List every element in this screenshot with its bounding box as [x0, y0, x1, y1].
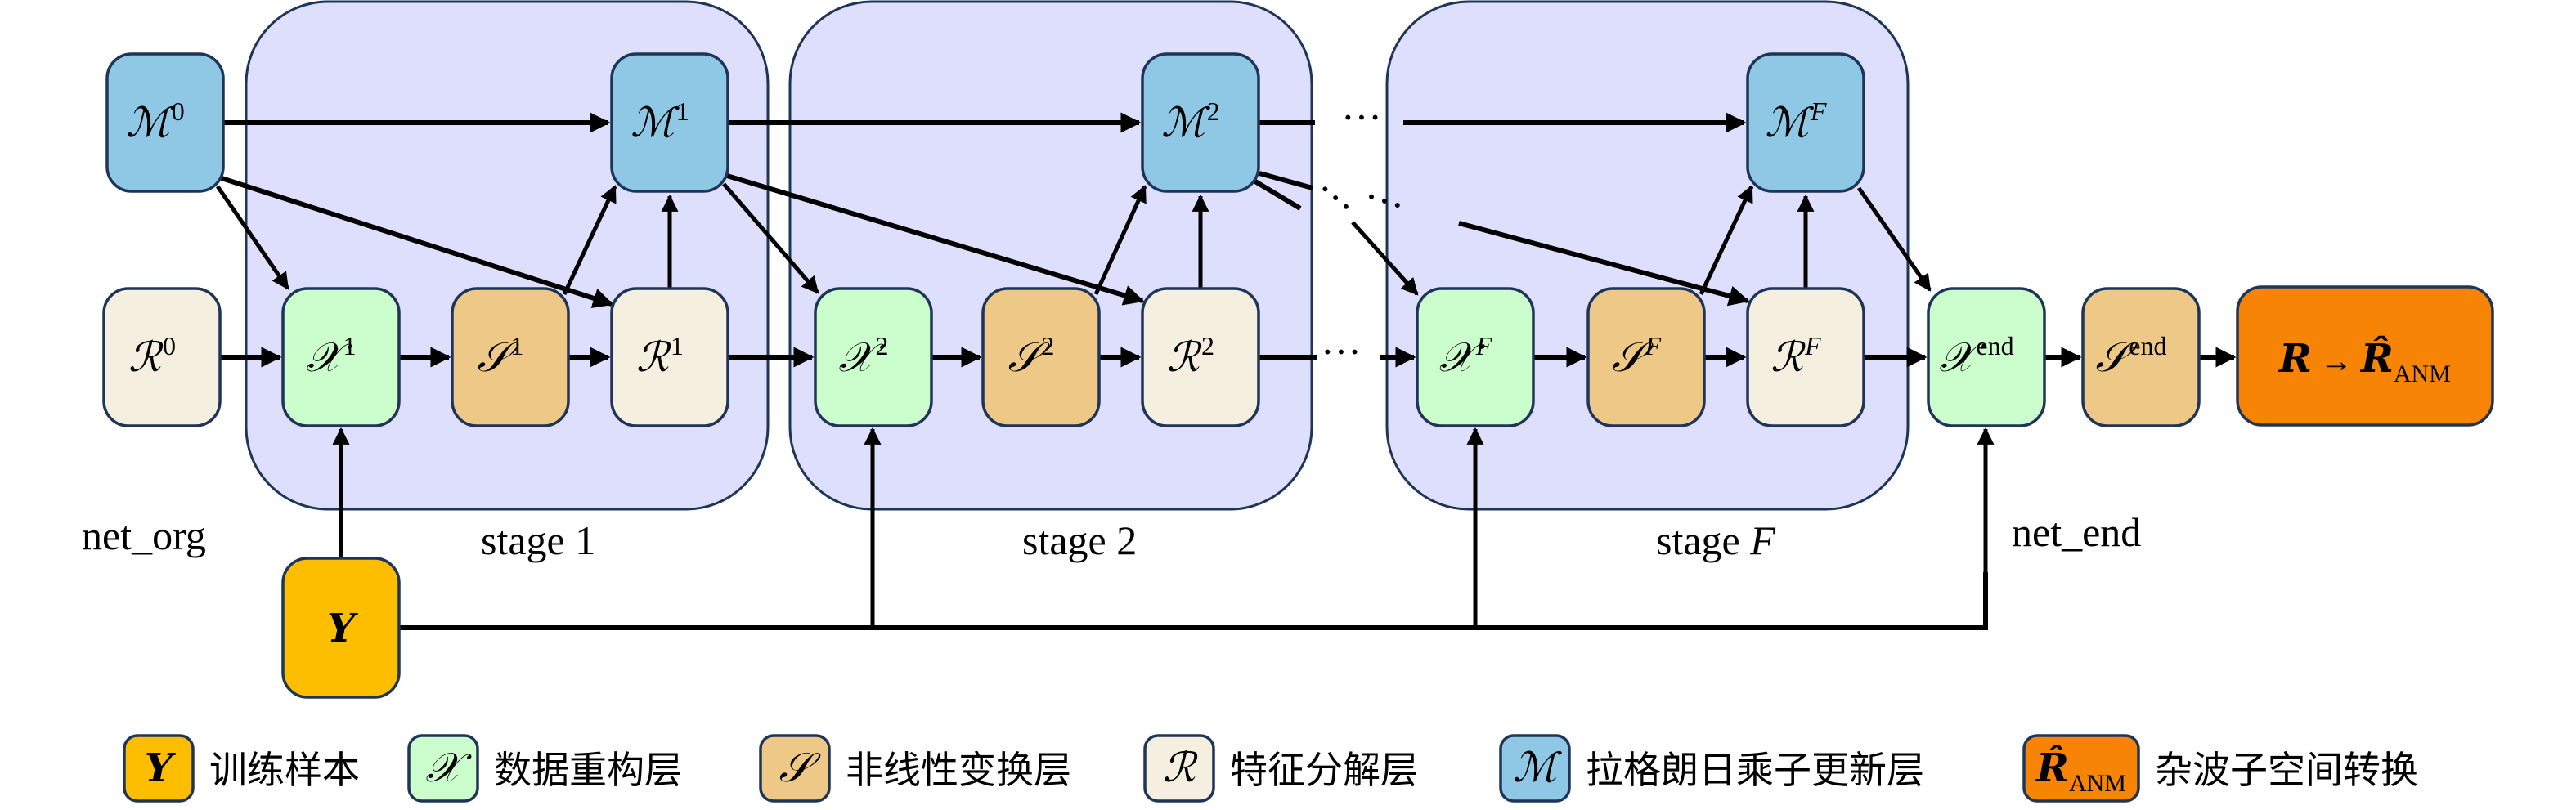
node-box-X1	[281, 287, 401, 427]
edge-M2-out-b	[1254, 179, 1302, 211]
legend-item-out: R̂ANM 杂波子空间转换	[2022, 734, 2418, 803]
net-org-label: net_org	[82, 512, 206, 558]
ellipsis-diag: ···	[1305, 167, 1366, 228]
edge-MF-Xend	[1856, 186, 1932, 292]
node-SF: 𝒮F	[1586, 287, 1706, 427]
node-box-Y	[281, 557, 401, 699]
node-M2: ℳ2	[1141, 52, 1260, 193]
node-box-M0	[105, 52, 225, 193]
legend-text-R: 特征分解层	[1230, 748, 1418, 792]
node-S1: 𝒮1	[451, 287, 570, 427]
node-label-R0: ℛ0	[128, 331, 176, 381]
legend-swatch-X	[407, 734, 479, 803]
node-label-Y: Y	[327, 606, 359, 651]
net-end-label: net_end	[2012, 509, 2141, 555]
legend-swatch-M	[1499, 734, 1571, 803]
legend-symbol-M: ℳ	[1513, 744, 1562, 791]
legend-text-X: 数据重构层	[494, 748, 682, 792]
node-box-M2	[1141, 52, 1260, 193]
ellipsis-bottom: ···	[1321, 329, 1362, 374]
legend-text-Y: 训练样本	[209, 748, 360, 792]
stage-F-label-text: stage	[1656, 517, 1750, 563]
legend-symbol-Y: Y	[145, 745, 177, 791]
node-Send: 𝒮end	[2081, 287, 2201, 427]
node-RF: ℛF	[1746, 287, 1865, 427]
legend-item-Y: Y 训练样本	[123, 734, 360, 803]
node-box-R0	[102, 287, 222, 427]
node-R2: ℛ2	[1141, 287, 1260, 427]
edge-M1-R2	[726, 173, 1145, 306]
node-box-SF	[1586, 287, 1706, 427]
legend-swatch-out	[2022, 734, 2140, 803]
node-R1: ℛ1	[610, 287, 729, 427]
edge-M2-out-a	[1259, 171, 1313, 190]
stage-F-label: stage F	[1656, 517, 1775, 563]
edge-to-XF	[1351, 221, 1419, 296]
ellipsis-top: ···	[1341, 94, 1382, 140]
edge-M0-R1	[221, 176, 614, 309]
legend-text-M: 拉格朗日乘子更新层	[1586, 748, 1924, 792]
legend-text-S: 非线性变换层	[846, 748, 1071, 792]
node-label-output: R → R̂ANM	[2278, 334, 2451, 387]
node-Y: Y	[281, 557, 401, 699]
edge-M1-X2	[722, 182, 819, 294]
node-MF: ℳF	[1746, 52, 1865, 193]
edge-Y-bus	[399, 572, 1988, 630]
legend-swatch-R	[1143, 734, 1215, 803]
node-box-S2	[981, 287, 1101, 427]
legend-item-M: ℳ 拉格朗日乘子更新层	[1499, 734, 1924, 803]
stage-1-label: stage 1	[481, 517, 595, 563]
node-box-XF	[1416, 287, 1535, 427]
node-R0: ℛ0	[102, 287, 222, 427]
edge-to-RF	[1458, 221, 1750, 307]
node-box-R1	[610, 287, 729, 427]
legend-swatch-Y	[123, 734, 195, 803]
node-box-MF	[1746, 52, 1865, 193]
node-label-RF: ℛF	[1770, 331, 1821, 381]
legend-item-R: ℛ 特征分解层	[1143, 734, 1418, 803]
node-box-RF	[1746, 287, 1865, 427]
node-box-Send	[2081, 287, 2201, 427]
node-label-M0: ℳ0	[126, 96, 184, 146]
edge-S2-M2	[1093, 185, 1147, 296]
legend-symbol-R: ℛ	[1163, 744, 1198, 791]
node-label-M1: ℳ1	[631, 96, 689, 146]
node-label-M2: ℳ2	[1161, 96, 1219, 146]
node-M0: ℳ0	[105, 52, 225, 193]
node-label-MF: ℳF	[1765, 96, 1826, 146]
node-S2: 𝒮2	[981, 287, 1101, 427]
node-box-Xend	[1927, 287, 2046, 427]
edges	[215, 112, 2237, 630]
stage-F-label-italic: F	[1749, 517, 1775, 563]
node-XF: 𝒳F	[1416, 287, 1535, 427]
node-X1: 𝒳1	[281, 287, 401, 427]
legend-swatch-S	[759, 734, 831, 803]
node-label-Send: 𝒮end	[2096, 331, 2167, 381]
node-box-M1	[610, 52, 729, 193]
node-X2: 𝒳2	[814, 287, 933, 427]
node-box-X2	[814, 287, 933, 427]
legend-text-out: 杂波子空间转换	[2155, 748, 2418, 792]
node-box-R2	[1141, 287, 1260, 427]
edge-SF-MF	[1699, 185, 1754, 296]
node-label-R2: ℛ2	[1167, 331, 1214, 381]
node-output-ranm: R → R̂ANM	[2236, 285, 2494, 427]
legend-symbol-out: R̂ANM	[2035, 744, 2126, 797]
node-M1: ℳ1	[610, 52, 729, 193]
node-box-S1	[451, 287, 570, 427]
node-label-R1: ℛ1	[636, 331, 684, 381]
edge-S1-M1	[562, 185, 617, 296]
edge-M0-X1	[215, 185, 290, 290]
stage-2-label: stage 2	[1022, 517, 1137, 563]
node-Xend: 𝒳end	[1927, 287, 2046, 427]
node-box-output	[2236, 285, 2494, 427]
